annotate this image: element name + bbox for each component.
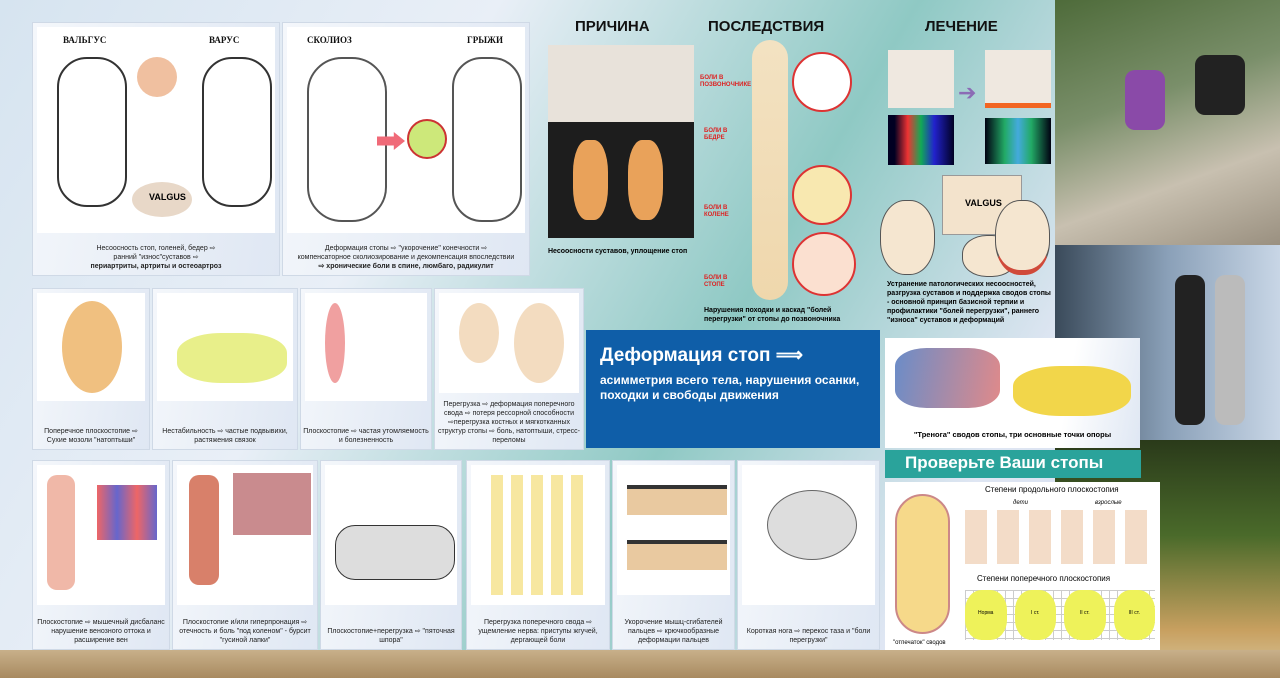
- valgus-label: ВАЛЬГУС: [63, 35, 107, 45]
- foot-bones-image: [895, 348, 1000, 408]
- calf-fatigue-image: [305, 293, 427, 401]
- foot-front-view-1: [880, 200, 935, 275]
- panel-toes: Укорочение мышц-сгибателей пальцев ⇨ крю…: [612, 460, 735, 650]
- calluses-caption: Поперечное плоскостопие ⇨ Сухие мозоли "…: [44, 428, 138, 444]
- panel-short-leg: Короткая нога ⇨ перекос таза и "боли пер…: [737, 460, 880, 650]
- hammer-toes-image: [617, 465, 730, 595]
- heel-spur-image: [325, 465, 457, 605]
- joggers-photo: [1055, 0, 1280, 245]
- panel-overload: Перегрузка ⇨ деформация поперечного свод…: [434, 288, 584, 450]
- knee-detail-image: [792, 165, 852, 225]
- ankle-instability-image: [157, 293, 293, 401]
- grade-1: I ст.: [1014, 590, 1056, 640]
- panel-nerve: Перегрузка поперечного свода ⇨ ущемление…: [466, 460, 610, 650]
- consequences-caption: Нарушения походки и каскад "болей перегр…: [704, 307, 841, 323]
- adults-label: взрослые: [1095, 500, 1122, 506]
- knee-caption: Плоскостопие и/или гиперпронация ⇨ отечн…: [179, 619, 311, 644]
- cause-caption: Несоосности суставов, уплощение стоп: [548, 248, 688, 255]
- panel-instability: Нестабильность ⇨ частые подвывихи, растя…: [152, 288, 298, 450]
- panel-calluses: Поперечное плоскостопие ⇨ Сухие мозоли "…: [32, 288, 150, 450]
- sole-calluses-image: [37, 293, 145, 401]
- forefoot-bones-image: [471, 465, 605, 605]
- toes-caption: Укорочение мышц-сгибателей пальцев ⇨ крю…: [624, 619, 723, 644]
- transverse-heading: Степени поперечного плоскостопия: [977, 574, 1111, 583]
- treatment-caption: Устранение патологических несоосностей, …: [887, 281, 1051, 324]
- forefoot-overload-image: [439, 293, 579, 393]
- banner-subtitle: асимметрия всего тела, нарушения осанки,…: [600, 373, 860, 402]
- foot-check-chart: "отпечаток" сводов Степени продольного п…: [885, 482, 1160, 650]
- pressure-map-after: [985, 118, 1051, 164]
- hernia-label: ГРЫЖИ: [467, 35, 503, 45]
- ground-strip: [0, 650, 1280, 678]
- short-leg-caption: Короткая нога ⇨ перекос таза и "боли пер…: [746, 628, 871, 644]
- panel-heel-spur: Плоскостопие+перегрузка ⇨ "пяточная шпор…: [320, 460, 462, 650]
- varicose-caption: Плоскостопие ⇨ мышечный дисбаланс наруше…: [37, 619, 165, 644]
- spine-detail-image: [792, 52, 852, 112]
- longitudinal-heading: Степени продольного плоскостопия: [985, 485, 1119, 494]
- grade-2: II ст.: [1064, 590, 1106, 640]
- arch-print-image: [895, 494, 950, 634]
- pain-knee-label: БОЛИ В КОЛЕНЕ: [704, 205, 729, 218]
- valgus-caption: Несоосность стоп, голеней, бедер ⇨ранний…: [90, 245, 222, 270]
- tripod-foot-image: [1013, 366, 1131, 416]
- arrow-icon: ➔: [958, 80, 977, 105]
- tripod-caption: "Тренога" сводов стопы, три основные точ…: [913, 430, 1112, 439]
- children-label: дети: [1013, 500, 1028, 506]
- leg-veins-image: [37, 465, 165, 605]
- deformation-banner: Деформация стоп ⟹ асимметрия всего тела,…: [586, 330, 880, 448]
- foot-detail-image: [792, 232, 856, 296]
- leg-skeleton-illustration: [752, 40, 788, 300]
- heels-before-photo: [888, 50, 954, 108]
- panel-varicose: Плоскостопие ⇨ мышечный дисбаланс наруше…: [32, 460, 170, 650]
- pressure-map-before: [888, 115, 954, 165]
- panel-fatigue: Плоскостопие ⇨ частая утомляемость и бол…: [300, 288, 432, 450]
- panel-knee: Плоскостопие и/или гиперпронация ⇨ отечн…: [172, 460, 318, 650]
- valgus-insole-logo: VALGUS: [965, 198, 1002, 208]
- scoliosis-panel: СКОЛИОЗ ГРЫЖИ Деформация стопы ⇨ "укороч…: [282, 22, 530, 276]
- pain-foot-label: БОЛИ В СТОПЕ: [704, 275, 728, 288]
- transverse-prints: Норма I ст. II ст. III ст.: [965, 590, 1155, 640]
- valgus-varus-illustration: ВАЛЬГУС ВАРУС VALGUS: [37, 27, 275, 233]
- treatment-heading: ЛЕЧЕНИЕ: [925, 18, 998, 35]
- scoliosis-illustration: СКОЛИОЗ ГРЫЖИ: [287, 27, 525, 233]
- footprint-scanner-photo: [548, 45, 694, 238]
- arch-print-label: "отпечаток" сводов: [893, 640, 946, 646]
- instability-caption: Нестабильность ⇨ частые подвывихи, растя…: [162, 428, 288, 444]
- knee-bursitis-image: [177, 465, 313, 605]
- varus-label: ВАРУС: [209, 35, 240, 45]
- foot-front-view-3: [995, 200, 1050, 275]
- heel-spur-caption: Плоскостопие+перегрузка ⇨ "пяточная шпор…: [327, 628, 455, 644]
- fatigue-caption: Плоскостопие ⇨ частая утомляемость и бол…: [303, 428, 429, 444]
- pelvis-image: [742, 465, 875, 605]
- heels-after-photo: [985, 50, 1051, 108]
- consequences-heading: ПОСЛЕДСТВИЯ: [708, 18, 825, 35]
- grade-3: III ст.: [1113, 590, 1155, 640]
- tripod-panel: "Тренога" сводов стопы, три основные точ…: [885, 338, 1140, 448]
- valgus-varus-panel: ВАЛЬГУС ВАРУС VALGUS Несоосность стоп, г…: [32, 22, 280, 276]
- pain-hip-label: БОЛИ В БЕДРЕ: [704, 128, 728, 141]
- banner-title: Деформация стоп ⟹: [600, 345, 803, 366]
- check-your-feet-heading: Проверьте Ваши стопы: [885, 450, 1141, 478]
- scoliosis-caption: Деформация стопы ⇨ "укорочение" конечнос…: [297, 245, 515, 270]
- valgus-logo: VALGUS: [149, 192, 186, 202]
- pain-spine-label: БОЛИ В ПОЗВОНОЧНИКЕ: [700, 75, 752, 88]
- longitudinal-prints: [965, 510, 1155, 564]
- overload-caption: Перегрузка ⇨ деформация поперечного свод…: [437, 401, 581, 444]
- scoliosis-label: СКОЛИОЗ: [307, 35, 352, 45]
- cause-heading: ПРИЧИНА: [575, 18, 650, 35]
- nerve-caption: Перегрузка поперечного свода ⇨ ущемление…: [478, 619, 598, 644]
- grade-normal: Норма: [965, 590, 1007, 640]
